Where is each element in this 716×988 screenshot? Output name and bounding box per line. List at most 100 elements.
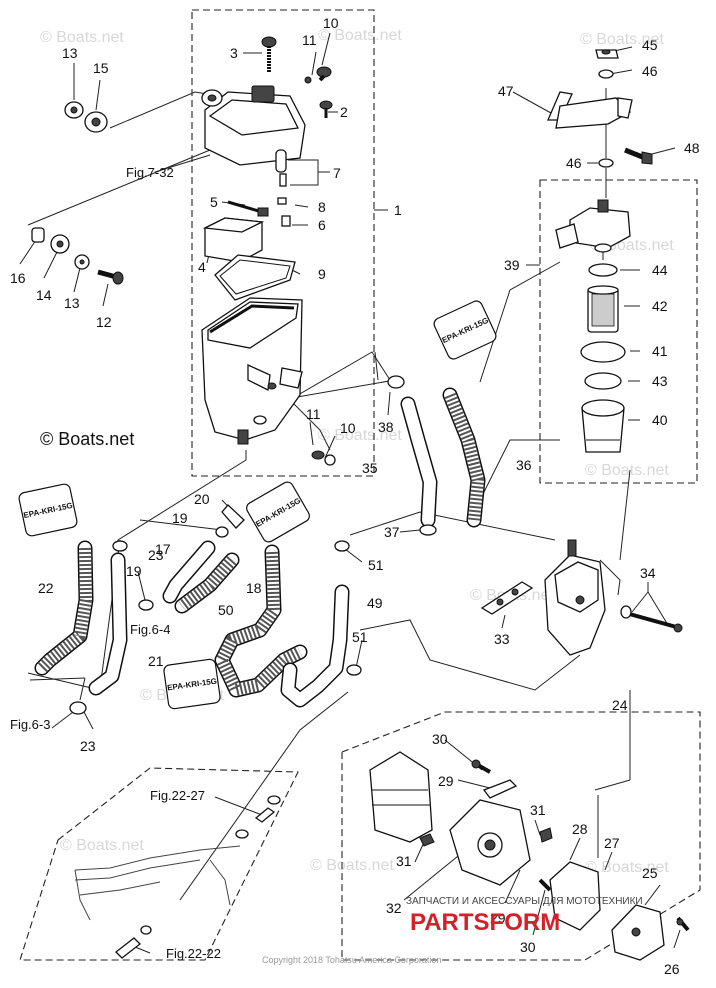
hose-49 xyxy=(280,584,350,708)
fuel-filter-group-box xyxy=(539,179,698,484)
part-label: 22 xyxy=(38,580,54,596)
hose-21 xyxy=(88,552,128,696)
part-label: 11 xyxy=(302,32,317,48)
part-label: 20 xyxy=(194,491,210,507)
epa-tag: EPA-KRI-15G xyxy=(433,300,497,360)
part-label: 5 xyxy=(210,194,218,210)
copyright-badge: © Boats.net xyxy=(40,429,134,449)
fig-ref: Fig.6-4 xyxy=(130,622,170,637)
gasket xyxy=(214,254,296,301)
vapor-separator-cover xyxy=(201,85,306,166)
part-label: 21 xyxy=(148,653,164,669)
part-label: 51 xyxy=(368,557,384,573)
vapor-separator-group-box xyxy=(191,9,375,477)
part-label: 29 xyxy=(438,773,454,789)
part-label: 6 xyxy=(318,217,326,233)
overlay-brand: PARTSFORM xyxy=(410,909,560,936)
part-label: 9 xyxy=(318,266,326,282)
part-label: 31 xyxy=(396,853,412,869)
part-label: 19 xyxy=(172,510,188,526)
bolt-icon xyxy=(624,147,653,165)
part-label: 8 xyxy=(318,199,326,215)
part-label: 40 xyxy=(652,412,668,428)
part-label: 30 xyxy=(520,939,536,955)
part-label: 2 xyxy=(340,104,348,120)
screw-icon xyxy=(471,759,491,774)
part-label: 41 xyxy=(652,343,668,359)
overlay-caption: ЗАПЧАСТИ И АКСЕССУАРЫ ДЛЯ МОТОТЕХНИКИ xyxy=(406,896,643,907)
washer-icon xyxy=(74,254,90,270)
washer-icon xyxy=(304,76,312,84)
collar-icon xyxy=(31,227,45,243)
part-label: 28 xyxy=(572,821,588,837)
hose-fitting-pair xyxy=(247,363,303,391)
part-label: 45 xyxy=(642,37,658,53)
part-label: 16 xyxy=(10,270,26,286)
part-label: 36 xyxy=(516,457,532,473)
float-valve xyxy=(275,149,291,227)
engine-outline xyxy=(74,845,241,921)
watermark: © Boats.net xyxy=(585,859,669,876)
grommet-icon xyxy=(50,234,70,254)
hose-clip xyxy=(215,526,229,538)
watermark: © Boats.net xyxy=(40,29,124,46)
part-label: 18 xyxy=(246,580,262,596)
part-label: 29 xyxy=(490,910,506,926)
part-label: 3 xyxy=(230,45,238,61)
leader-lines xyxy=(27,88,631,901)
valve-plate xyxy=(482,779,518,799)
part-label: 11 xyxy=(306,406,321,422)
part-label: 24 xyxy=(612,697,628,713)
part-label: 49 xyxy=(367,595,383,611)
part-label: 31 xyxy=(530,802,546,818)
part-label: 27 xyxy=(604,835,620,851)
hose-clip xyxy=(138,599,154,611)
nut-icon xyxy=(419,833,435,847)
part-label: 39 xyxy=(504,257,520,273)
pump-body xyxy=(449,799,531,886)
part-label: 51 xyxy=(352,629,368,645)
part-label: 17 xyxy=(155,541,171,557)
pump-base xyxy=(611,904,665,961)
washer-icon xyxy=(598,158,614,168)
part-label: 30 xyxy=(432,731,448,747)
watermark: © Boats.net xyxy=(580,31,664,48)
watermark: © Boats.net xyxy=(60,837,144,854)
hose-18 xyxy=(174,552,240,614)
nut-icon xyxy=(539,827,553,843)
fuel-pump-group-box xyxy=(341,711,701,961)
washer-icon xyxy=(598,69,614,79)
part-label: 50 xyxy=(218,602,234,618)
part-label: 32 xyxy=(386,900,402,916)
part-label: 25 xyxy=(642,865,658,881)
watermark: © Boats.net xyxy=(585,462,669,479)
part-label: 47 xyxy=(498,83,514,99)
filter-element xyxy=(587,285,619,333)
part-label: 7 xyxy=(333,165,341,181)
fig-ref: Fig.22-22 xyxy=(166,946,221,961)
watermark: © Boats.net xyxy=(318,27,402,44)
watermark: © Boats.net xyxy=(310,857,394,874)
spacer-33 xyxy=(480,581,534,615)
epa-tag: EPA-KRI-15G xyxy=(18,483,78,537)
hose-clip xyxy=(419,524,437,536)
part-label: 46 xyxy=(566,155,582,171)
part-label: 10 xyxy=(340,420,356,436)
screw-icon xyxy=(676,916,690,932)
screw-icon xyxy=(311,450,336,466)
diaphragm xyxy=(549,861,601,931)
part-label: 15 xyxy=(93,60,109,76)
hose-fitting xyxy=(115,925,152,959)
screw-icon xyxy=(319,100,333,118)
o-ring xyxy=(588,263,618,277)
part-label: 13 xyxy=(62,45,78,61)
epa-tag: EPA-KRI-15G xyxy=(163,658,221,710)
figure-references: Fig.7-32 Fig.6-4 Fig.6-3 Fig.22-27 Fig.2… xyxy=(10,165,221,961)
grommet-icon xyxy=(84,111,108,133)
hose-clamp-20 xyxy=(221,504,245,529)
filter-cup xyxy=(581,399,625,453)
hose-clip xyxy=(387,375,405,389)
hose-clip xyxy=(334,540,350,552)
grommet-icon xyxy=(64,101,84,119)
hose-22 xyxy=(34,540,94,676)
